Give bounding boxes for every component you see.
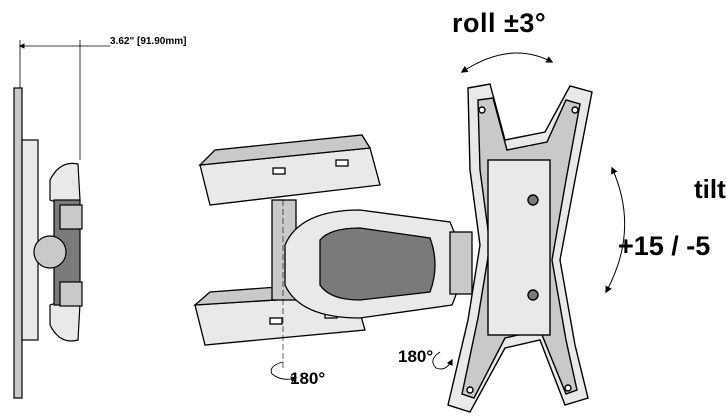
side-top-bracket — [49, 162, 81, 204]
plate-hole-3 — [466, 386, 474, 394]
tilt-range-label: +15 / -5 — [618, 231, 711, 261]
plate-hole-6 — [527, 289, 539, 301]
arm-assembly — [193, 134, 473, 383]
tv-plate-center — [487, 159, 551, 336]
plate-hole-2 — [571, 106, 579, 114]
plate-hole-4 — [564, 384, 572, 392]
upper-slot-left — [272, 167, 286, 175]
depth-dimension-label: 3.62" [91.90mm] — [110, 36, 187, 47]
side-tv-plate — [13, 87, 23, 399]
main-arm-recess — [319, 227, 436, 301]
upper-bracket-top — [198, 134, 372, 166]
swivel-arm-label: 180° — [290, 369, 326, 388]
swivel-plate-label: 180° — [398, 347, 434, 366]
side-view — [13, 40, 110, 399]
plate-hinge — [449, 231, 473, 295]
swivel-arrow-base — [270, 361, 298, 383]
tv-plate — [432, 83, 593, 413]
plate-hole-5 — [527, 194, 539, 206]
side-wall-plate — [21, 139, 39, 341]
side-bottom-bracket — [49, 301, 81, 342]
upper-slot-right — [335, 159, 349, 167]
side-hinge-bottom — [59, 281, 83, 307]
tilt-arrow — [605, 166, 626, 294]
plate-hole-1 — [478, 106, 486, 114]
tilt-label: tilt — [694, 174, 726, 204]
swivel-arrow-plate — [432, 351, 453, 370]
side-pivot — [33, 235, 67, 269]
side-hinge-top — [59, 204, 83, 230]
lower-slot-left — [269, 317, 283, 325]
roll-arrow — [460, 52, 554, 73]
roll-label: roll ±3° — [452, 8, 547, 38]
